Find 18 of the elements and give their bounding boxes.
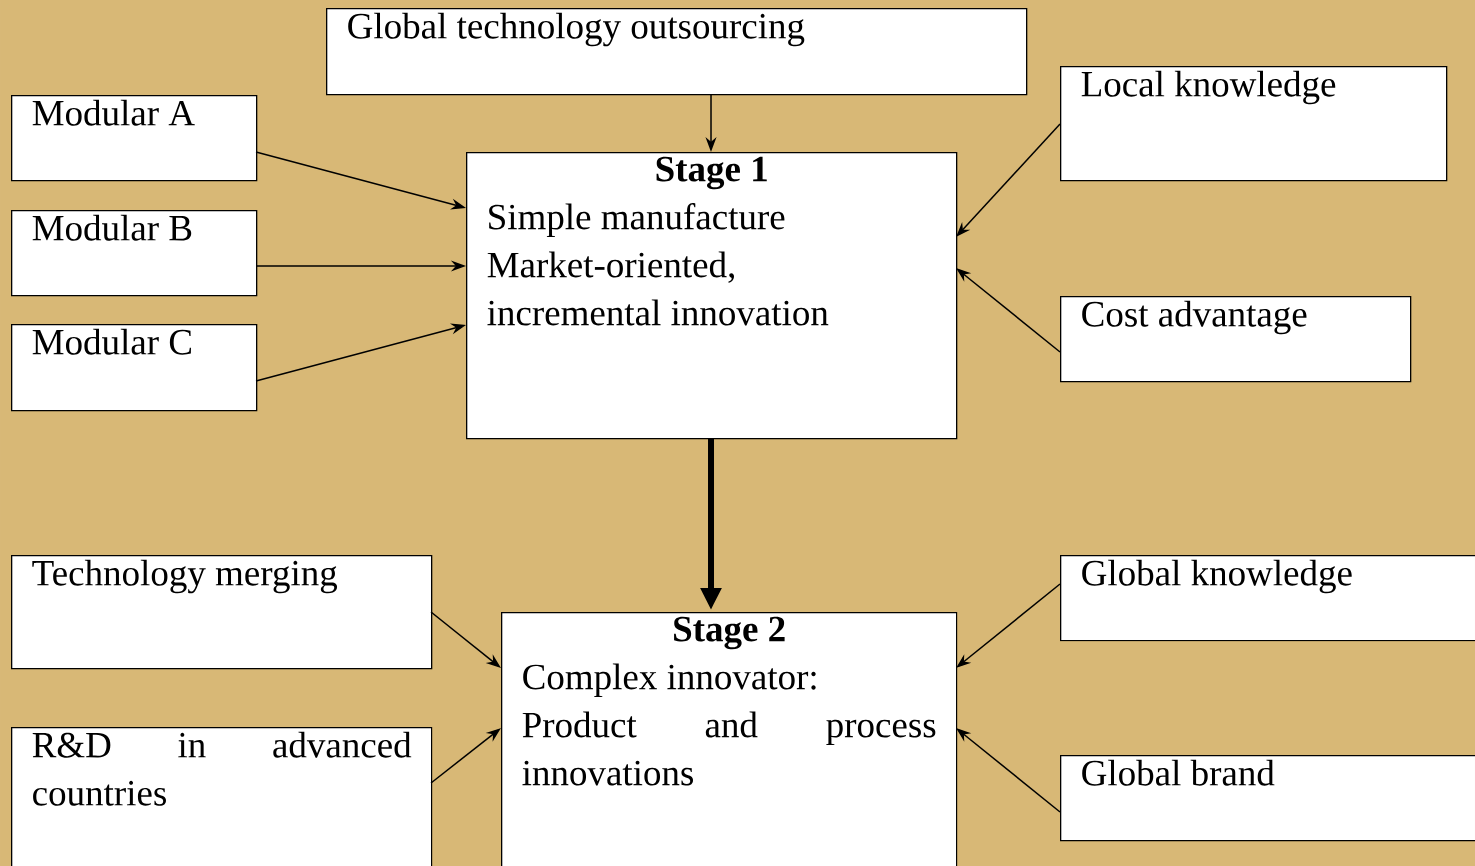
text-box: R&D in advanced countries [11, 727, 433, 866]
text-box: Modular C [11, 324, 258, 412]
text-box: Modular A [11, 95, 258, 182]
text-box: Modular B [11, 210, 258, 297]
arrow [956, 123, 1061, 237]
text-box: Global knowledge [1060, 555, 1475, 642]
arrow [956, 268, 1061, 353]
text-box: Global brand [1060, 755, 1475, 842]
text-box: Global technology outsourcing [326, 8, 1028, 96]
text-box: Local knowledge [1060, 66, 1448, 182]
text-box: Cost advantage [1060, 296, 1412, 383]
arrow [956, 728, 1061, 813]
arrow [430, 611, 501, 668]
arrow [430, 728, 501, 784]
text-box: Technology merging [11, 555, 433, 670]
arrow [956, 583, 1061, 668]
text-box: Stage 2 Complex innovator: Product and process innovations [501, 612, 958, 866]
text-box: Stage 1 Simple manufacture Market-oriented, incremental innovation [466, 152, 958, 440]
